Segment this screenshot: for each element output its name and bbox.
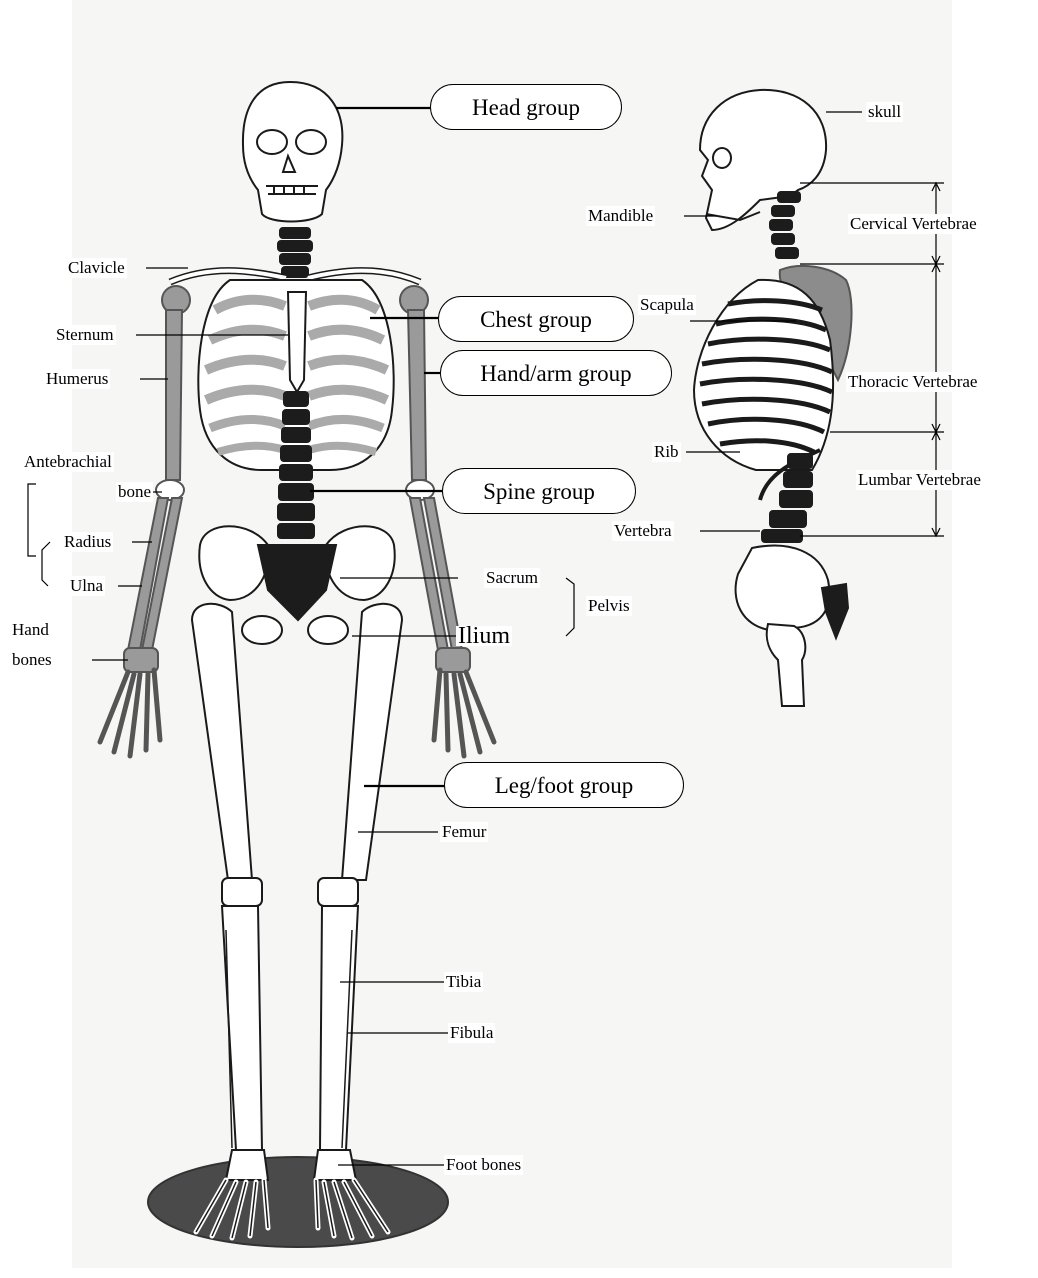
cervical-vertebrae-label: Cervical Vertebrae xyxy=(848,214,979,234)
antebrachial-label-line2: bone xyxy=(116,482,153,502)
mandible-label: Mandible xyxy=(586,206,655,226)
hand-arm-group-label: Hand/arm group xyxy=(440,350,672,396)
front-skull xyxy=(243,82,342,222)
front-hands xyxy=(100,670,494,756)
head-group-label: Head group xyxy=(430,84,622,130)
front-neck xyxy=(278,228,312,277)
ilium-label: Ilium xyxy=(456,626,512,646)
skull-label: skull xyxy=(866,102,903,122)
chest-group-label: Chest group xyxy=(438,296,634,342)
side-skull xyxy=(700,90,826,230)
antebrachial-label-line1: Antebrachial xyxy=(22,452,114,472)
lumbar-vertebrae-label: Lumbar Vertebrae xyxy=(856,470,983,490)
side-cervical-spine xyxy=(770,192,800,258)
foot-bones-label: Foot bones xyxy=(444,1155,523,1175)
front-sacrum xyxy=(258,545,336,620)
front-legs xyxy=(192,604,402,1150)
rib-label: Rib xyxy=(652,442,681,462)
humerus-label: Humerus xyxy=(44,369,110,389)
front-sternum xyxy=(288,292,306,392)
vertebra-label: Vertebra xyxy=(612,521,674,541)
radius-label: Radius xyxy=(62,532,113,552)
tibia-label: Tibia xyxy=(444,972,483,992)
femur-label: Femur xyxy=(440,822,488,842)
hand-bones-label-line1: Hand xyxy=(10,620,51,640)
scapula-label: Scapula xyxy=(638,295,696,315)
front-spine xyxy=(278,392,314,538)
sacrum-label: Sacrum xyxy=(484,568,540,588)
fibula-label: Fibula xyxy=(448,1023,495,1043)
hand-bones-label-line2: bones xyxy=(10,650,54,670)
pelvis-label: Pelvis xyxy=(586,596,632,616)
sternum-label: Sternum xyxy=(54,325,116,345)
side-pelvis-leg xyxy=(736,546,848,706)
clavicle-label: Clavicle xyxy=(66,258,127,278)
leg-foot-group-label: Leg/foot group xyxy=(444,762,684,808)
ulna-label: Ulna xyxy=(68,576,105,596)
thoracic-vertebrae-label: Thoracic Vertebrae xyxy=(846,372,979,392)
floor-disc xyxy=(148,1157,448,1247)
spine-group-label: Spine group xyxy=(442,468,636,514)
